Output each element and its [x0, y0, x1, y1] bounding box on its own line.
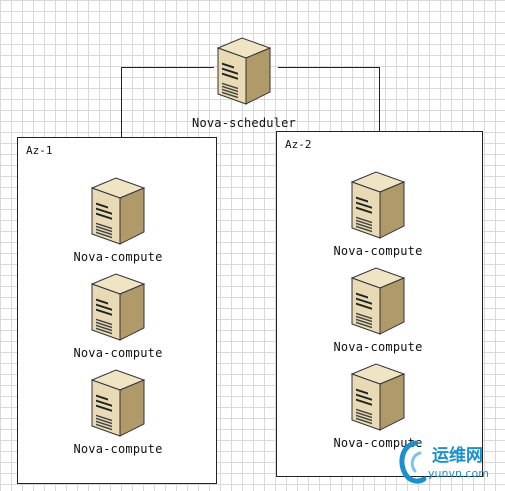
compute-label: Nova-compute [73, 250, 163, 264]
zone-label: Az-1 [26, 144, 53, 157]
compute-label: Nova-compute [333, 340, 423, 354]
compute-node: Nova-compute [318, 166, 438, 258]
server-icon [348, 262, 408, 338]
watermark-subtext: yunvn.com [428, 467, 489, 480]
compute-label: Nova-compute [73, 346, 163, 360]
zone-label: Az-2 [285, 138, 312, 151]
scheduler-node: Nova-scheduler [184, 26, 304, 130]
server-icon [88, 268, 148, 344]
compute-node: Nova-compute [58, 172, 178, 264]
watermark-text: 运维网 [432, 446, 483, 466]
server-icon [88, 364, 148, 440]
connector-to-az2 [278, 67, 380, 132]
compute-label: Nova-compute [333, 436, 423, 450]
server-icon [88, 172, 148, 248]
server-icon [214, 26, 274, 114]
scheduler-label: Nova-scheduler [192, 116, 296, 130]
connector-to-az1 [121, 67, 214, 138]
compute-node: Nova-compute [318, 262, 438, 354]
compute-node: Nova-compute [58, 364, 178, 456]
watermark-logo: 运维网 yunvn.com [398, 437, 503, 489]
compute-node: Nova-compute [318, 358, 438, 450]
compute-label: Nova-compute [333, 244, 423, 258]
compute-label: Nova-compute [73, 442, 163, 456]
logo-swirl-icon [399, 440, 427, 484]
server-icon [348, 358, 408, 434]
server-icon [348, 166, 408, 242]
compute-node: Nova-compute [58, 268, 178, 360]
